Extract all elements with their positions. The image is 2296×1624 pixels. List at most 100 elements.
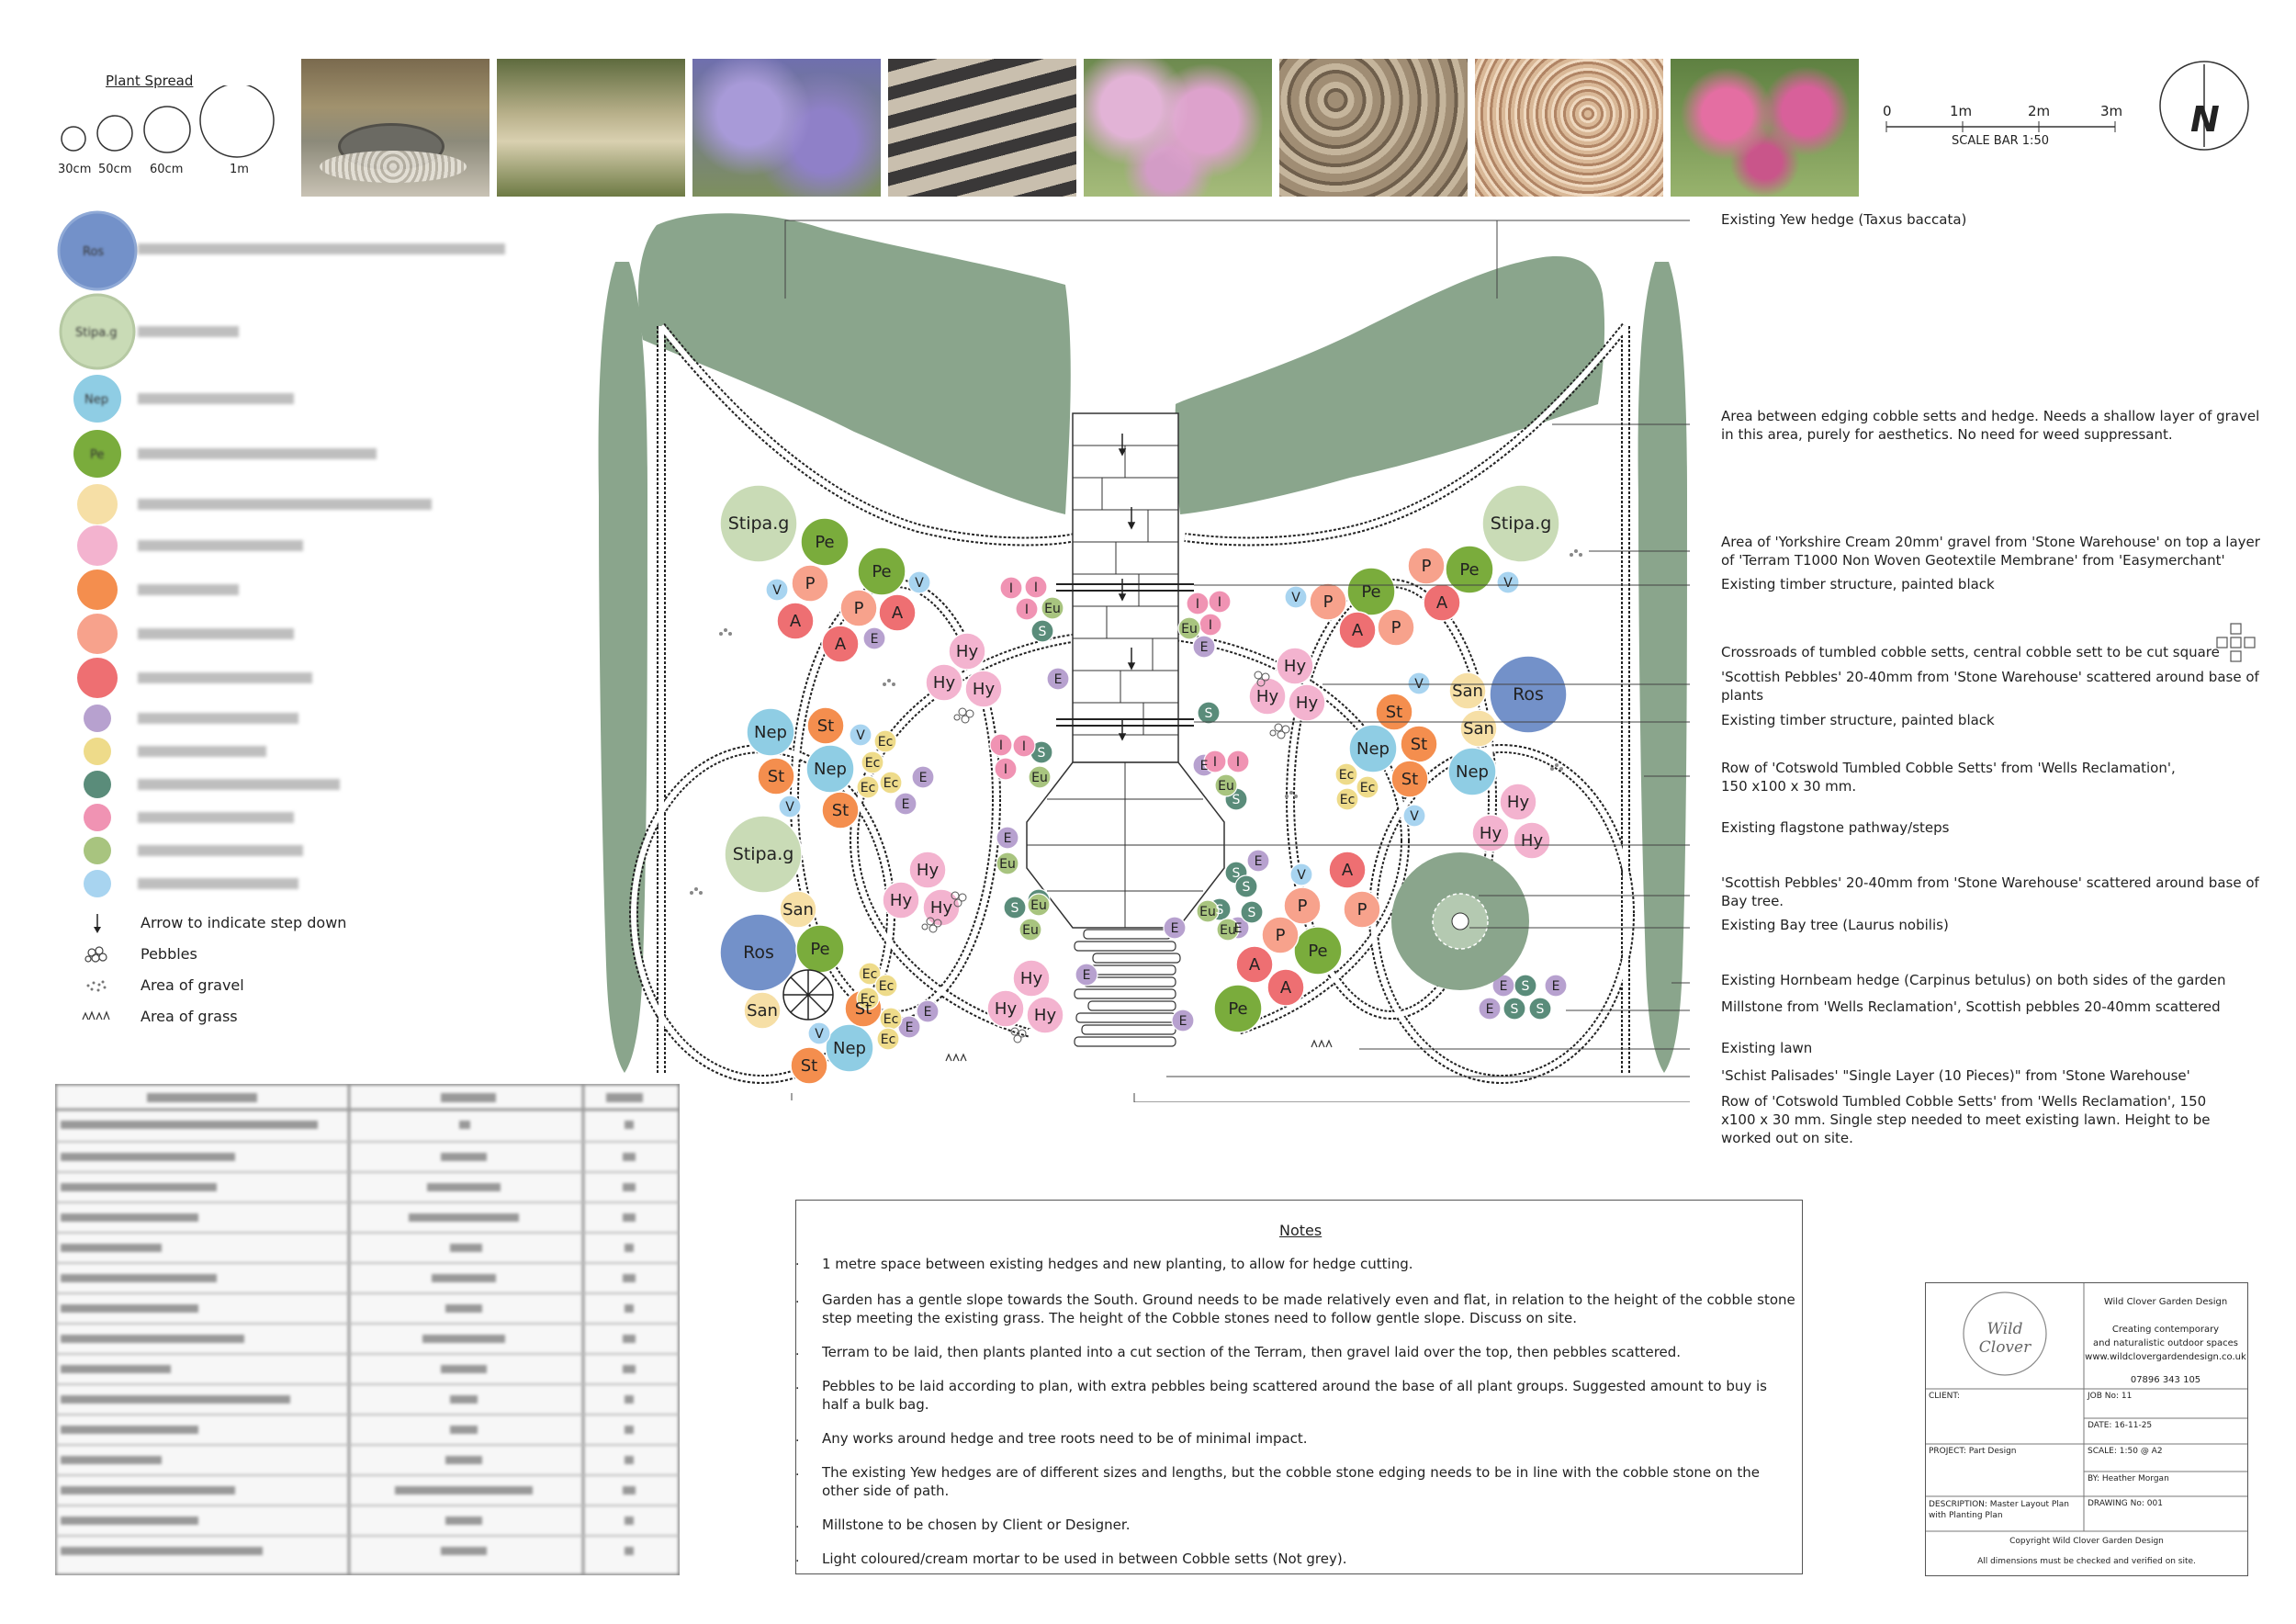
note-1: 1 metre space between existing hedges an… bbox=[822, 1256, 1413, 1272]
note-bullet: · bbox=[795, 1295, 800, 1310]
note-bullet: · bbox=[795, 1257, 800, 1272]
svg-text:E: E bbox=[1179, 1014, 1187, 1029]
svg-text:Eu: Eu bbox=[1030, 898, 1047, 913]
svg-text:E: E bbox=[1486, 1002, 1494, 1017]
note-6: The existing Yew hedges are of different… bbox=[822, 1464, 1760, 1499]
svg-text:I: I bbox=[1236, 755, 1240, 770]
svg-text:A: A bbox=[1436, 593, 1448, 613]
note-4: Pebbles to be laid according to plan, wi… bbox=[822, 1378, 1767, 1413]
millstone-photo bbox=[301, 59, 490, 197]
note-bullet: · bbox=[795, 1554, 800, 1569]
svg-text:Ec: Ec bbox=[878, 735, 894, 750]
svg-text:I: I bbox=[1209, 618, 1212, 633]
svg-text:Eu: Eu bbox=[1031, 771, 1048, 785]
svg-text:Hy: Hy bbox=[1020, 969, 1043, 988]
svg-text:Nep: Nep bbox=[1456, 762, 1489, 782]
svg-text:Ec: Ec bbox=[861, 781, 876, 795]
svg-text:Stipa.g: Stipa.g bbox=[1491, 513, 1552, 534]
svg-text:Eu: Eu bbox=[1181, 622, 1198, 637]
tb-website: www.wildclovergardendesign.co.uk bbox=[2085, 1352, 2246, 1362]
svg-text:Hy: Hy bbox=[1256, 687, 1279, 706]
note-bullet: · bbox=[795, 1434, 800, 1449]
yew-hedge-left bbox=[638, 213, 1071, 514]
svg-text:Pe: Pe bbox=[1228, 999, 1247, 1019]
svg-text:E: E bbox=[1200, 759, 1209, 773]
svg-text:S: S bbox=[1205, 706, 1213, 721]
svg-text:Hy: Hy bbox=[1521, 831, 1544, 851]
tb-client: CLIENT: bbox=[1929, 1392, 1960, 1401]
svg-text:Hy: Hy bbox=[973, 680, 996, 699]
legend-pebbles-label: Pebbles bbox=[141, 945, 197, 963]
svg-text:Eu: Eu bbox=[999, 857, 1016, 872]
svg-text:Stipa.g: Stipa.g bbox=[728, 513, 790, 534]
svg-text:E: E bbox=[1234, 921, 1243, 936]
yew-hedge-right bbox=[1175, 256, 1605, 514]
svg-text:A: A bbox=[835, 635, 847, 654]
svg-text:S: S bbox=[1216, 903, 1224, 918]
plant-legend: Ros Stipa.g Nep Pe bbox=[57, 210, 505, 1021]
svg-text:I: I bbox=[1022, 739, 1026, 754]
spread-label-60: 60cm bbox=[150, 163, 184, 176]
svg-text:A: A bbox=[892, 603, 904, 623]
svg-text:S: S bbox=[1038, 746, 1046, 761]
annotation-pebbles-plants: 'Scottish Pebbles' 20-40mm from 'Stone W… bbox=[1721, 669, 2259, 704]
svg-text:V: V bbox=[815, 1027, 824, 1042]
svg-text:I: I bbox=[999, 739, 1003, 753]
svg-text:S: S bbox=[1232, 793, 1241, 807]
annotation-pebbles-bay: 'Scottish Pebbles' 20-40mm from 'Stone W… bbox=[1721, 874, 2259, 909]
svg-text:S: S bbox=[1248, 906, 1256, 920]
svg-text:P: P bbox=[1323, 592, 1334, 612]
svg-text:V: V bbox=[1410, 809, 1419, 824]
annotation-cobble-row: Row of 'Cotswold Tumbled Cobble Setts' f… bbox=[1721, 760, 2176, 795]
svg-text:Pe: Pe bbox=[815, 533, 834, 552]
svg-text:S: S bbox=[1232, 866, 1241, 881]
gravel-photo bbox=[1475, 59, 1663, 197]
svg-text:Ec: Ec bbox=[1339, 768, 1355, 783]
tb-tagline-1: Creating contemporary bbox=[2111, 1325, 2220, 1335]
tb-drawing-no: DRAWING No: 001 bbox=[2088, 1499, 2163, 1508]
note-bullet: · bbox=[795, 1382, 800, 1396]
svg-text:P: P bbox=[854, 599, 864, 618]
tb-tagline-2: and naturalistic outdoor spaces bbox=[2093, 1338, 2238, 1348]
tb-phone: 07896 343 105 bbox=[2130, 1375, 2201, 1385]
grass-photo bbox=[497, 59, 685, 197]
svg-text:E: E bbox=[919, 771, 928, 785]
svg-text:P: P bbox=[1391, 618, 1401, 637]
svg-text:E: E bbox=[1083, 968, 1091, 983]
achillea-photo bbox=[1084, 59, 1272, 197]
svg-text:San: San bbox=[1463, 719, 1494, 739]
svg-text:E: E bbox=[1054, 672, 1063, 687]
svg-text:Ec: Ec bbox=[865, 756, 881, 771]
svg-text:E: E bbox=[871, 632, 879, 647]
tb-disclaimer: All dimensions must be checked and verif… bbox=[1977, 1557, 2196, 1566]
sleepers-photo bbox=[888, 59, 1076, 197]
svg-text:Eu: Eu bbox=[1218, 779, 1234, 794]
scale-tick-3: 3m bbox=[2100, 103, 2123, 119]
svg-text:Stipa.g: Stipa.g bbox=[733, 844, 794, 864]
step-down-arrow-icon bbox=[94, 914, 101, 933]
tb-copyright: Copyright Wild Clover Garden Design bbox=[2009, 1537, 2164, 1546]
svg-text:Eu: Eu bbox=[1044, 602, 1061, 616]
svg-text:Ec: Ec bbox=[884, 776, 899, 791]
svg-text:Ec: Ec bbox=[862, 967, 878, 982]
schist-palisades bbox=[1074, 929, 1181, 1047]
svg-text:I: I bbox=[1004, 762, 1007, 777]
spread-30cm bbox=[61, 126, 86, 152]
svg-text:S: S bbox=[1243, 880, 1251, 895]
scale-bar: 0 1m 2m 3m SCALE BAR 1:50 bbox=[1883, 101, 2122, 156]
title-block: Wild Clover Wild Clover Garden Design Cr… bbox=[1925, 1282, 2248, 1576]
hornbeam-hedge-left bbox=[598, 262, 647, 1073]
svg-text:St: St bbox=[855, 999, 872, 1019]
svg-text:V: V bbox=[1291, 591, 1300, 605]
svg-text:S: S bbox=[1511, 1002, 1519, 1017]
pebbles-photo bbox=[1279, 59, 1468, 197]
svg-text:V: V bbox=[785, 800, 794, 815]
svg-text:E: E bbox=[1200, 640, 1209, 655]
svg-text:S: S bbox=[1536, 1002, 1545, 1017]
svg-text:Nep: Nep bbox=[814, 760, 847, 779]
legend-grass-label: Area of grass bbox=[141, 1008, 238, 1025]
grass-icon bbox=[82, 1010, 110, 1021]
tb-date: DATE: 16-11-25 bbox=[2088, 1421, 2153, 1430]
svg-text:Ec: Ec bbox=[861, 992, 876, 1007]
svg-text:Ec: Ec bbox=[884, 1012, 899, 1027]
